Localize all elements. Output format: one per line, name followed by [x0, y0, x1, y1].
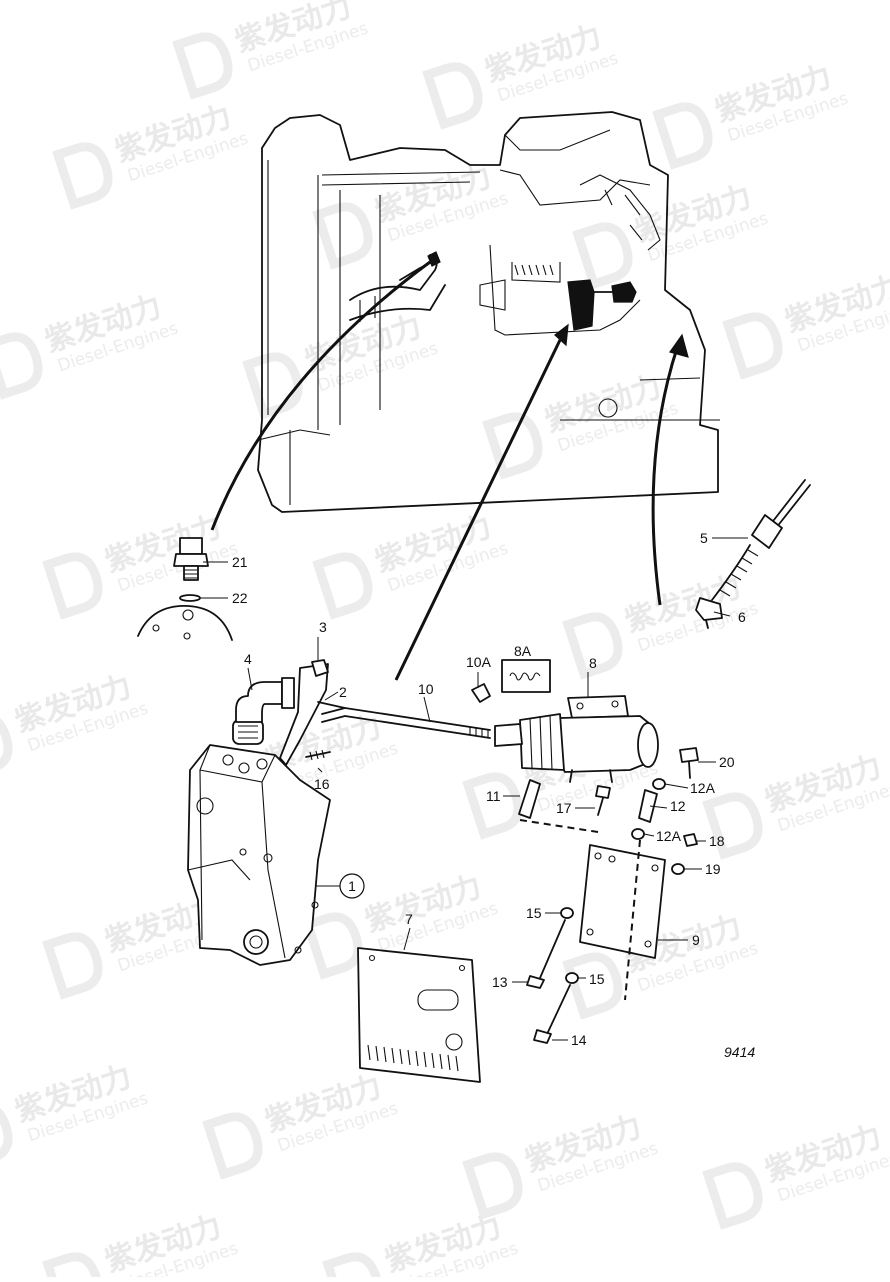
pin-part-16: [305, 749, 331, 761]
callout-17: 17: [556, 800, 572, 816]
cable-part-5: [711, 479, 811, 601]
assembly-arrows: [210, 260, 689, 681]
plate-part-9: [579, 844, 666, 959]
bolt-part-20: [679, 747, 699, 779]
callout-12: 12: [670, 798, 686, 814]
callout-8: 8: [589, 655, 597, 671]
fitting-part-6: [695, 597, 723, 629]
callout-16: 16: [314, 776, 330, 792]
callout-13: 13: [492, 974, 508, 990]
callout-21: 21: [232, 554, 248, 570]
callout-10a: 10A: [466, 654, 492, 670]
screw-part-14: [533, 984, 571, 1044]
callout-22: 22: [232, 590, 248, 606]
callout-14: 14: [571, 1032, 587, 1048]
callout-20: 20: [719, 754, 735, 770]
washer-part-15-top: [560, 907, 574, 919]
washer-part-19: [671, 863, 685, 875]
callout-11: 11: [486, 788, 501, 804]
screw-part-13: [526, 919, 566, 989]
callout-12a-mid: 12A: [656, 828, 682, 844]
callout-8a: 8A: [514, 643, 532, 659]
callout-5: 5: [700, 530, 708, 546]
callout-2: 2: [339, 684, 347, 700]
solenoid-part-8: [494, 695, 659, 783]
spacer-part-11: [518, 779, 541, 819]
mount-cover: [137, 605, 233, 641]
callout-3: 3: [319, 619, 327, 635]
elbow-connector-part-4: [232, 677, 295, 745]
control-housing-part-1: [187, 744, 331, 966]
control-module-part-7: [357, 947, 481, 1083]
rod-part-10: [321, 707, 491, 739]
nut-part-10a: [471, 683, 491, 703]
callout-18: 18: [709, 833, 725, 849]
callout-1-circle: [339, 873, 365, 899]
screw-part-17: [595, 785, 611, 816]
engine-outline: [257, 111, 720, 513]
spring-part-8a: [501, 659, 551, 693]
washer-part-22: [179, 594, 201, 602]
nut-part-18: [683, 833, 698, 847]
callout-1: 1: [348, 878, 356, 894]
callout-10: 10: [418, 681, 434, 697]
callout-9: 9: [692, 932, 700, 948]
callout-12a-top: 12A: [690, 780, 716, 796]
callout-15-top: 15: [526, 905, 542, 921]
spacer-part-12: [638, 789, 658, 823]
leader-lines: [200, 537, 748, 1041]
washer-part-12a-top: [652, 778, 666, 790]
sender-part-21: [173, 537, 209, 581]
callout-15-bottom: 15: [589, 971, 605, 987]
callout-4: 4: [244, 651, 252, 667]
callout-6: 6: [738, 609, 746, 625]
washer-part-15-bottom: [565, 972, 579, 984]
callout-7: 7: [405, 911, 413, 927]
figure-number: 9414: [724, 1044, 755, 1060]
callout-labels: 1 2 3 4 5 6 7 8 8A 9 10 10A 11 12 12A 12…: [232, 530, 755, 1060]
washer-part-12a-mid: [631, 828, 645, 840]
dashed-alignment-lines: [519, 819, 641, 1001]
nut-part-3: [311, 659, 329, 677]
callout-19: 19: [705, 861, 721, 877]
